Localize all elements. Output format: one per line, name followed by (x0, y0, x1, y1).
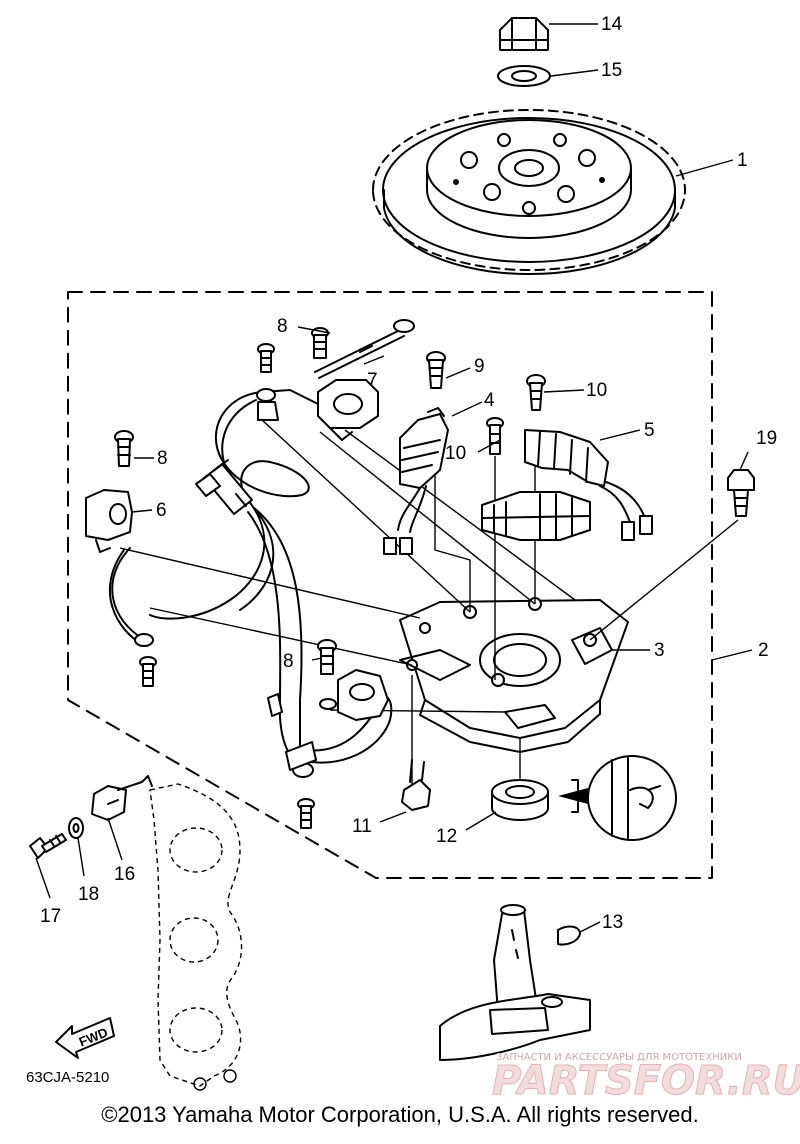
flywheel-nut (499, 17, 549, 51)
callout-14: 14 (601, 14, 623, 35)
callout-13: 13 (602, 912, 623, 933)
copyright-notice: ©2013 Yamaha Motor Corporation, U.S.A. A… (101, 1102, 699, 1127)
ground-lead-wire (314, 319, 415, 379)
woodruff-key (557, 925, 581, 946)
callout-12: 12 (436, 826, 457, 847)
oil-seal (491, 779, 549, 821)
callout-8-top: 8 (277, 316, 288, 337)
screw-10-center (486, 417, 504, 455)
callout-10-center: 10 (445, 443, 466, 464)
callout-11: 11 (352, 816, 372, 837)
callout-16: 16 (114, 864, 135, 885)
oil-seal-detail-view (558, 755, 677, 841)
base-plate (399, 597, 629, 753)
forward-direction-arrow: FWD (55, 1017, 115, 1059)
fwd-label: FWD (77, 1025, 110, 1050)
screw-8-lower (317, 639, 337, 675)
flywheel-washer (497, 65, 551, 87)
callout-18: 18 (78, 884, 99, 905)
lighting-coil (524, 429, 653, 541)
screw-9 (426, 351, 446, 389)
callout-10-right: 10 (586, 380, 607, 401)
screw-7-left (257, 343, 275, 373)
callout-5: 5 (644, 420, 655, 441)
bolt-19 (727, 469, 755, 517)
pulser-coil-left (85, 489, 133, 553)
screw-bottom-center (297, 798, 315, 829)
screw (29, 833, 67, 859)
callout-19: 19 (756, 428, 777, 449)
flywheel-part (372, 109, 686, 276)
callout-3: 3 (654, 640, 665, 661)
callout-1: 1 (737, 150, 748, 171)
callout-2: 2 (758, 640, 769, 661)
callout-17: 17 (40, 906, 61, 927)
callout-8-lower: 8 (283, 651, 294, 672)
screw-lower-left (139, 656, 157, 687)
screw-8-left (114, 430, 134, 467)
callout-15: 15 (601, 60, 622, 81)
screw-10-right (526, 374, 546, 411)
leader-lines (35, 23, 753, 933)
cylinder-block-outline (149, 783, 243, 1091)
wire-clamp-11 (401, 759, 431, 811)
charge-coil (383, 407, 449, 555)
bracket (91, 775, 153, 821)
callout-6: 6 (156, 500, 167, 521)
pulser-coil-lower (319, 669, 389, 721)
pulser-coil-upper (317, 379, 379, 441)
callout-numbers: 14 15 1 2 3 4 5 6 7 8 8 8 9 10 10 11 12 … (40, 14, 777, 933)
stator-coil-center (481, 491, 591, 541)
crankshaft (439, 904, 591, 1061)
watermark-tagline: ЗАПЧАСТИ И АКСЕССУАРЫ ДЛЯ МОТОТЕХНИКИ (496, 1052, 742, 1063)
watermark: ЗАПЧАСТИ И АКСЕССУАРЫ ДЛЯ МОТОТЕХНИКИ PA… (492, 1052, 800, 1105)
wire-clamp-ring (134, 388, 317, 778)
watermark-brand: PARTSFOR.RU (492, 1058, 800, 1104)
callout-4: 4 (484, 390, 495, 411)
washer (68, 817, 84, 839)
stator-assembly-boundary (67, 291, 713, 879)
callout-7: 7 (367, 370, 378, 391)
callout-9: 9 (474, 356, 485, 377)
wire-connector (195, 459, 253, 515)
callout-8-left: 8 (157, 448, 168, 469)
diagram-code: 63CJA-5210 (26, 1069, 109, 1086)
